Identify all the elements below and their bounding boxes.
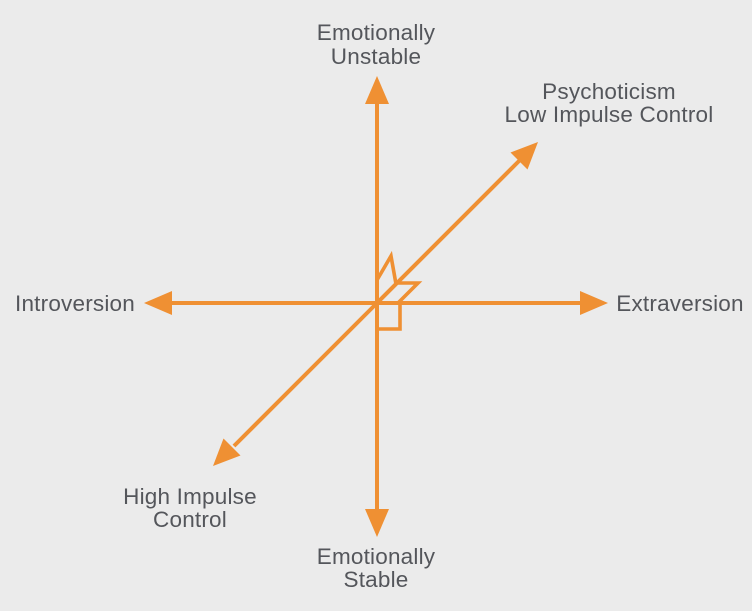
arrowheads xyxy=(144,76,608,537)
label-psychoticism-line1: Psychoticism xyxy=(542,79,676,104)
right-angle-markers xyxy=(375,250,423,331)
arrowhead-downleft-icon xyxy=(213,438,241,466)
axis-labels: Emotionally Unstable Psychoticism Low Im… xyxy=(15,20,744,592)
label-emotionally-stable-line1: Emotionally xyxy=(317,544,436,569)
right-angle-marker-vertical-horizontal-icon xyxy=(377,303,402,331)
label-high-impulse-control-line1: High Impulse xyxy=(123,484,257,509)
right-angle-marker-vertical-diagonal-icon xyxy=(375,250,398,285)
label-emotionally-stable-line2: Stable xyxy=(344,567,409,592)
axis-diagonal-downleft-shaft xyxy=(232,301,379,448)
arrowhead-up-icon xyxy=(365,76,389,104)
label-extraversion: Extraversion xyxy=(616,291,743,316)
axis-diagonal-upright-shaft xyxy=(375,158,522,305)
arrowhead-left-icon xyxy=(144,291,172,315)
label-psychoticism-line2: Low Impulse Control xyxy=(505,102,714,127)
label-introversion: Introversion xyxy=(15,291,135,316)
label-emotionally-unstable-line2: Unstable xyxy=(331,44,421,69)
arrowhead-down-icon xyxy=(365,509,389,537)
arrowhead-right-icon xyxy=(580,291,608,315)
axis-lines xyxy=(171,102,582,511)
label-high-impulse-control-line2: Control xyxy=(153,507,227,532)
arrowhead-upright-icon xyxy=(510,142,538,170)
label-emotionally-unstable-line1: Emotionally xyxy=(317,20,436,45)
right-angle-marker-diagonal-horizontal-icon xyxy=(396,281,423,305)
